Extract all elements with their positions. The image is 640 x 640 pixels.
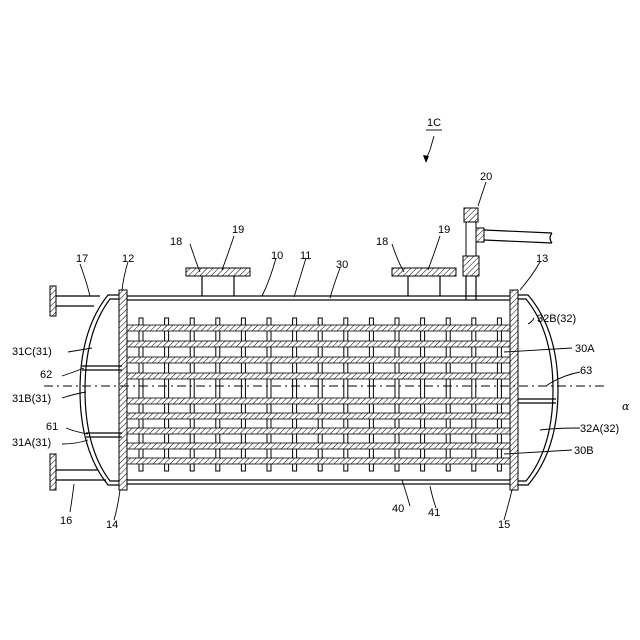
heat-transfer-tube xyxy=(127,398,510,404)
right-tube-sheet xyxy=(510,290,518,490)
heat-transfer-tube xyxy=(127,373,510,379)
label-16: 16 xyxy=(60,515,72,527)
label-17: 17 xyxy=(76,253,88,265)
label-63: 63 xyxy=(580,365,592,377)
nozzle-17 xyxy=(50,286,100,316)
label-30: 30 xyxy=(336,259,348,271)
label-19-left: 19 xyxy=(232,224,244,236)
figure-pointer-arrow xyxy=(426,136,434,159)
label-10: 10 xyxy=(271,250,283,262)
figure-pointer-arrowhead xyxy=(423,155,429,163)
label-20: 20 xyxy=(480,171,492,183)
label-32A: 32A(32) xyxy=(580,423,619,435)
label-11: 11 xyxy=(300,250,311,262)
left-head xyxy=(80,295,122,485)
label-40: 40 xyxy=(392,503,404,515)
heat-transfer-tube xyxy=(127,413,510,419)
label-61: 61 xyxy=(46,421,58,433)
axis-symbol: α xyxy=(622,400,630,413)
left-tube-sheet xyxy=(119,290,127,490)
heat-transfer-tube xyxy=(127,341,510,347)
heat-transfer-tube xyxy=(127,428,510,434)
label-30A: 30A xyxy=(575,343,595,355)
label-15: 15 xyxy=(498,519,510,531)
heat-transfer-tube xyxy=(127,458,510,464)
label-19-right: 19 xyxy=(438,224,450,236)
label-62: 62 xyxy=(40,369,52,381)
label-18-right: 18 xyxy=(376,236,388,248)
nozzle-18-right xyxy=(392,268,456,296)
heat-transfer-tube xyxy=(127,357,510,363)
figure-label: 1C xyxy=(427,117,441,129)
label-30B: 30B xyxy=(574,445,594,457)
heat-transfer-tube xyxy=(127,325,510,331)
label-31B: 31B(31) xyxy=(12,393,51,405)
label-14: 14 xyxy=(106,519,118,531)
label-32B: 32B(32) xyxy=(537,313,576,325)
heat-transfer-tube xyxy=(127,443,510,449)
label-13: 13 xyxy=(536,253,548,265)
label-31A: 31A(31) xyxy=(12,437,51,449)
nozzle-18-left xyxy=(186,268,250,296)
label-41: 41 xyxy=(428,507,440,519)
label-31C: 31C(31) xyxy=(12,346,52,358)
label-18-left: 18 xyxy=(170,236,182,248)
label-12: 12 xyxy=(122,253,134,265)
